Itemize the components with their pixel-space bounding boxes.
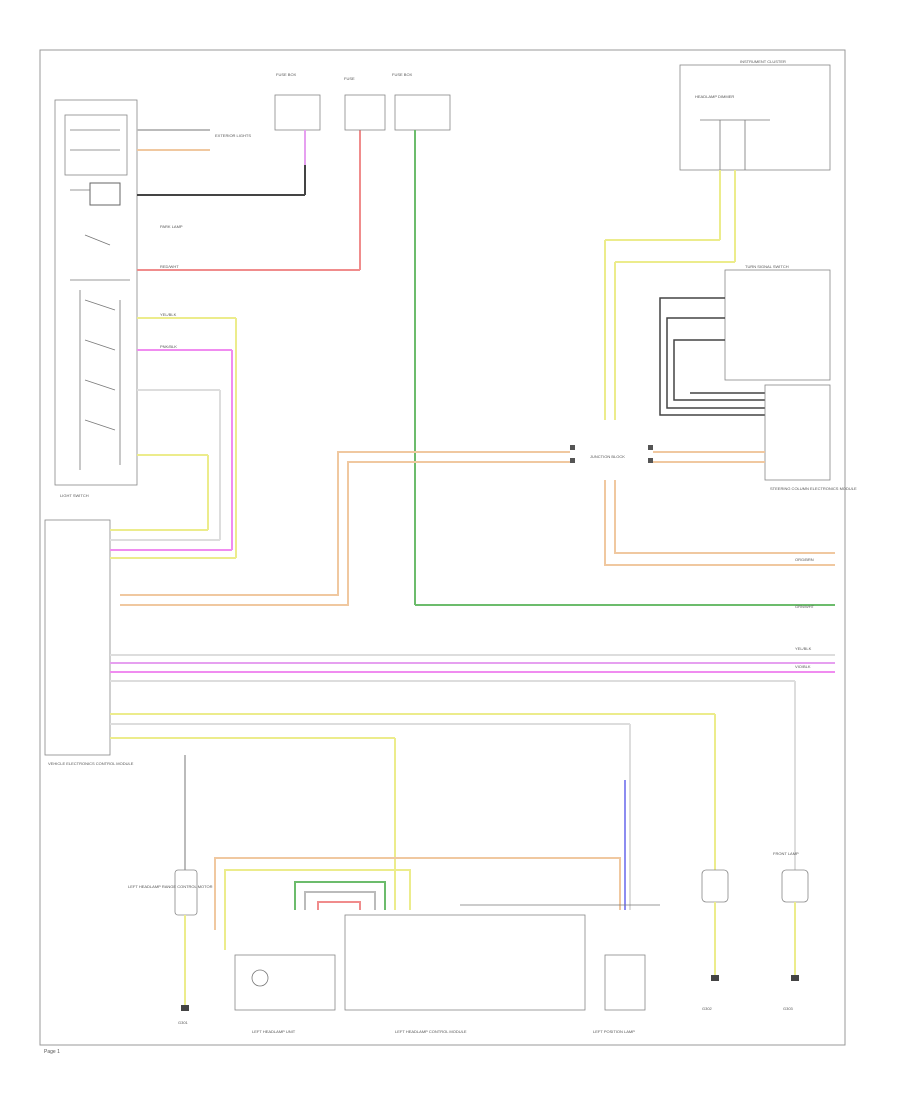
light-switch-wires bbox=[137, 129, 361, 558]
front-lamp-1: G302 bbox=[701, 869, 729, 1011]
left-headlamp-range-label: LEFT HEADLAMP RANGE CONTROL MOTOR bbox=[128, 884, 213, 889]
steering-column-module-label: STEERING COLUMN ELECTRONICS MODULE bbox=[770, 486, 857, 491]
left-headlamp-unit: LEFT HEADLAMP UNIT bbox=[234, 954, 336, 1034]
black-harness bbox=[659, 297, 765, 416]
wire-pnk-label: PNK/BLK bbox=[160, 344, 177, 349]
front-lamp-2: FRONT LAMP G303 bbox=[773, 851, 809, 1011]
vehicle-electronics-module: VEHICLE ELECTRONICS CONTROL MODULE bbox=[44, 519, 134, 766]
headlamp-dimmer-label: HEADLAMP DIMMER bbox=[695, 94, 734, 99]
instrument-cluster-label: INSTRUMENT CLUSTER bbox=[740, 59, 786, 64]
junction-block-label: JUNCTION BLOCK bbox=[590, 454, 625, 459]
left-position-lamp-label: LEFT POSITION LAMP bbox=[593, 1029, 635, 1034]
wire-grn-right-label: GRN/WHT bbox=[795, 604, 815, 609]
wire-yel-label: YEL/BLK bbox=[160, 312, 177, 317]
fuse-box-1-label: FUSE BOX bbox=[276, 72, 297, 77]
steering-column-module: STEERING COLUMN ELECTRONICS MODULE bbox=[764, 384, 857, 491]
page-label: Page 1 bbox=[44, 1049, 60, 1055]
junction-block: JUNCTION BLOCK bbox=[570, 445, 653, 463]
left-headlamp-unit-label: LEFT HEADLAMP UNIT bbox=[252, 1029, 296, 1034]
diagram-frame bbox=[39, 49, 846, 1046]
turn-signal-switch: TURN SIGNAL SWITCH bbox=[724, 264, 831, 381]
left-headlamp-control-module: LEFT HEADLAMP CONTROL MODULE bbox=[344, 904, 660, 1034]
instrument-cluster: INSTRUMENT CLUSTER HEADLAMP DIMMER bbox=[679, 59, 831, 171]
park-lamp-label: PARK LAMP bbox=[160, 224, 183, 229]
wire-yel-right-label: YEL/BLK bbox=[795, 646, 812, 651]
fuse-feed-wires bbox=[304, 130, 835, 606]
left-headlamp-range-motor: LEFT HEADLAMP RANGE CONTROL MOTOR G301 bbox=[128, 869, 213, 1025]
orange-bus bbox=[120, 451, 835, 606]
vehicle-module-label: VEHICLE ELECTRONICS CONTROL MODULE bbox=[48, 761, 134, 766]
exterior-lights-label: EXTERIOR LIGHTS bbox=[215, 133, 251, 138]
front-lamp-label: FRONT LAMP bbox=[773, 851, 799, 856]
wire-org-right-label: ORG/BRN bbox=[795, 557, 814, 562]
ground-g301: G301 bbox=[178, 1020, 189, 1025]
wire-vio-right-label: VIO/BLK bbox=[795, 664, 811, 669]
light-switch-label: LIGHT SWITCH bbox=[60, 493, 89, 498]
module-wires bbox=[110, 529, 835, 910]
bottom-harness bbox=[214, 780, 626, 950]
fuse-box-3-label: FUSE BOX bbox=[392, 72, 413, 77]
left-position-lamp: LEFT POSITION LAMP bbox=[593, 954, 646, 1034]
fuse-boxes: FUSE BOX FUSE FUSE BOX bbox=[274, 72, 451, 131]
wire-red-label: RED/WHT bbox=[160, 264, 179, 269]
cluster-wires bbox=[604, 170, 736, 420]
ground-g302: G302 bbox=[702, 1006, 713, 1011]
fuse-box-2-label: FUSE bbox=[344, 76, 355, 81]
light-switch: LIGHT SWITCH bbox=[54, 99, 138, 498]
ground-g303: G303 bbox=[783, 1006, 794, 1011]
turn-signal-switch-label: TURN SIGNAL SWITCH bbox=[745, 264, 789, 269]
left-headlamp-control-label: LEFT HEADLAMP CONTROL MODULE bbox=[395, 1029, 467, 1034]
